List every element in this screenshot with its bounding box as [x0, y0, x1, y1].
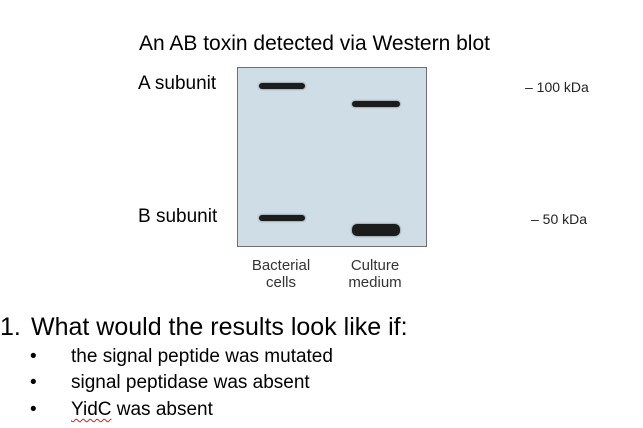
lane-label-line: Culture — [350, 257, 400, 274]
bullet-dot-icon: • — [30, 346, 37, 367]
bullet-text: signal peptidase was absent — [71, 372, 310, 393]
lane-label-bacterial-cells: Bacterial cells — [244, 257, 318, 291]
bullet-item: • the signal peptide was mutated — [30, 346, 333, 368]
figure-title: An AB toxin detected via Western blot — [139, 32, 490, 55]
question-text: What would the results look like if: — [31, 313, 408, 341]
band-a-subunit-bacterial-cells — [259, 83, 305, 89]
western-blot-membrane — [237, 67, 427, 247]
band-b-subunit-culture-medium — [352, 224, 400, 236]
lane-label-line: cells — [265, 274, 296, 291]
lane-label-line: Bacterial — [251, 257, 311, 274]
bullet-text: the signal peptide was mutated — [71, 346, 333, 367]
bullet-dot-icon: • — [30, 372, 37, 393]
spellcheck-flagged-word: YidC — [71, 399, 112, 420]
question: 1. What would the results look like if: — [0, 313, 408, 342]
lane-label-culture-medium: Culture medium — [338, 257, 412, 291]
bullet-dot-icon: • — [30, 399, 37, 420]
question-number: 1. — [0, 313, 21, 341]
bullet-text: was absent — [111, 399, 213, 420]
b-subunit-label: B subunit — [138, 206, 218, 227]
band-b-subunit-bacterial-cells — [259, 215, 305, 221]
bullet-item: • signal peptidase was absent — [30, 372, 310, 394]
marker-50-kda: – 50 kDa — [531, 211, 588, 227]
bullet-item: • YidC was absent — [30, 399, 213, 421]
a-subunit-label: A subunit — [138, 73, 217, 94]
marker-100-kda: – 100 kDa — [525, 79, 589, 95]
lane-label-line: medium — [348, 274, 402, 291]
band-a-subunit-culture-medium — [352, 101, 400, 107]
